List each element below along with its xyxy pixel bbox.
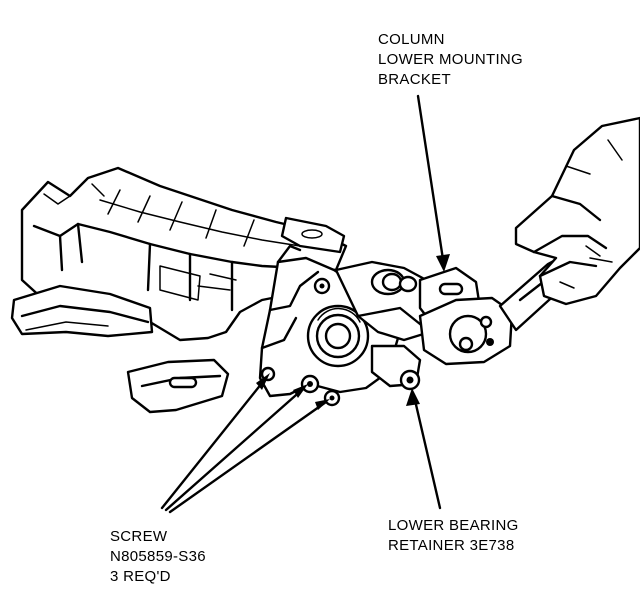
lower-tab bbox=[126, 358, 230, 414]
left-flange bbox=[10, 284, 154, 338]
label-line: LOWER MOUNTING bbox=[378, 51, 524, 68]
label-line: BRACKET bbox=[378, 71, 451, 88]
bracket-leader-line bbox=[416, 94, 446, 268]
hand bbox=[514, 116, 640, 306]
lower-bearing-retainer-label: LOWER BEARING RETAINER 3E738 bbox=[388, 516, 519, 556]
retainer-arrowhead bbox=[406, 388, 420, 406]
label-line: RETAINER 3E738 bbox=[388, 537, 515, 554]
label-line: N805859-S36 bbox=[110, 548, 206, 565]
retainer-leader-line bbox=[412, 394, 442, 510]
column-lower-mounting-bracket-label: COLUMN LOWER MOUNTING BRACKET bbox=[378, 30, 523, 90]
label-line: 3 REQ'D bbox=[110, 568, 171, 585]
screw-label: SCREW N805859-S36 3 REQ'D bbox=[110, 527, 206, 587]
screw-leader-3 bbox=[168, 400, 328, 514]
leader-lines bbox=[160, 94, 450, 514]
label-line: LOWER BEARING bbox=[388, 517, 519, 534]
screw-leader-1 bbox=[160, 376, 268, 510]
bracket-arrowhead bbox=[436, 254, 450, 272]
screw-leader-2 bbox=[164, 386, 306, 512]
label-line: SCREW bbox=[110, 528, 168, 545]
label-line: COLUMN bbox=[378, 31, 445, 48]
